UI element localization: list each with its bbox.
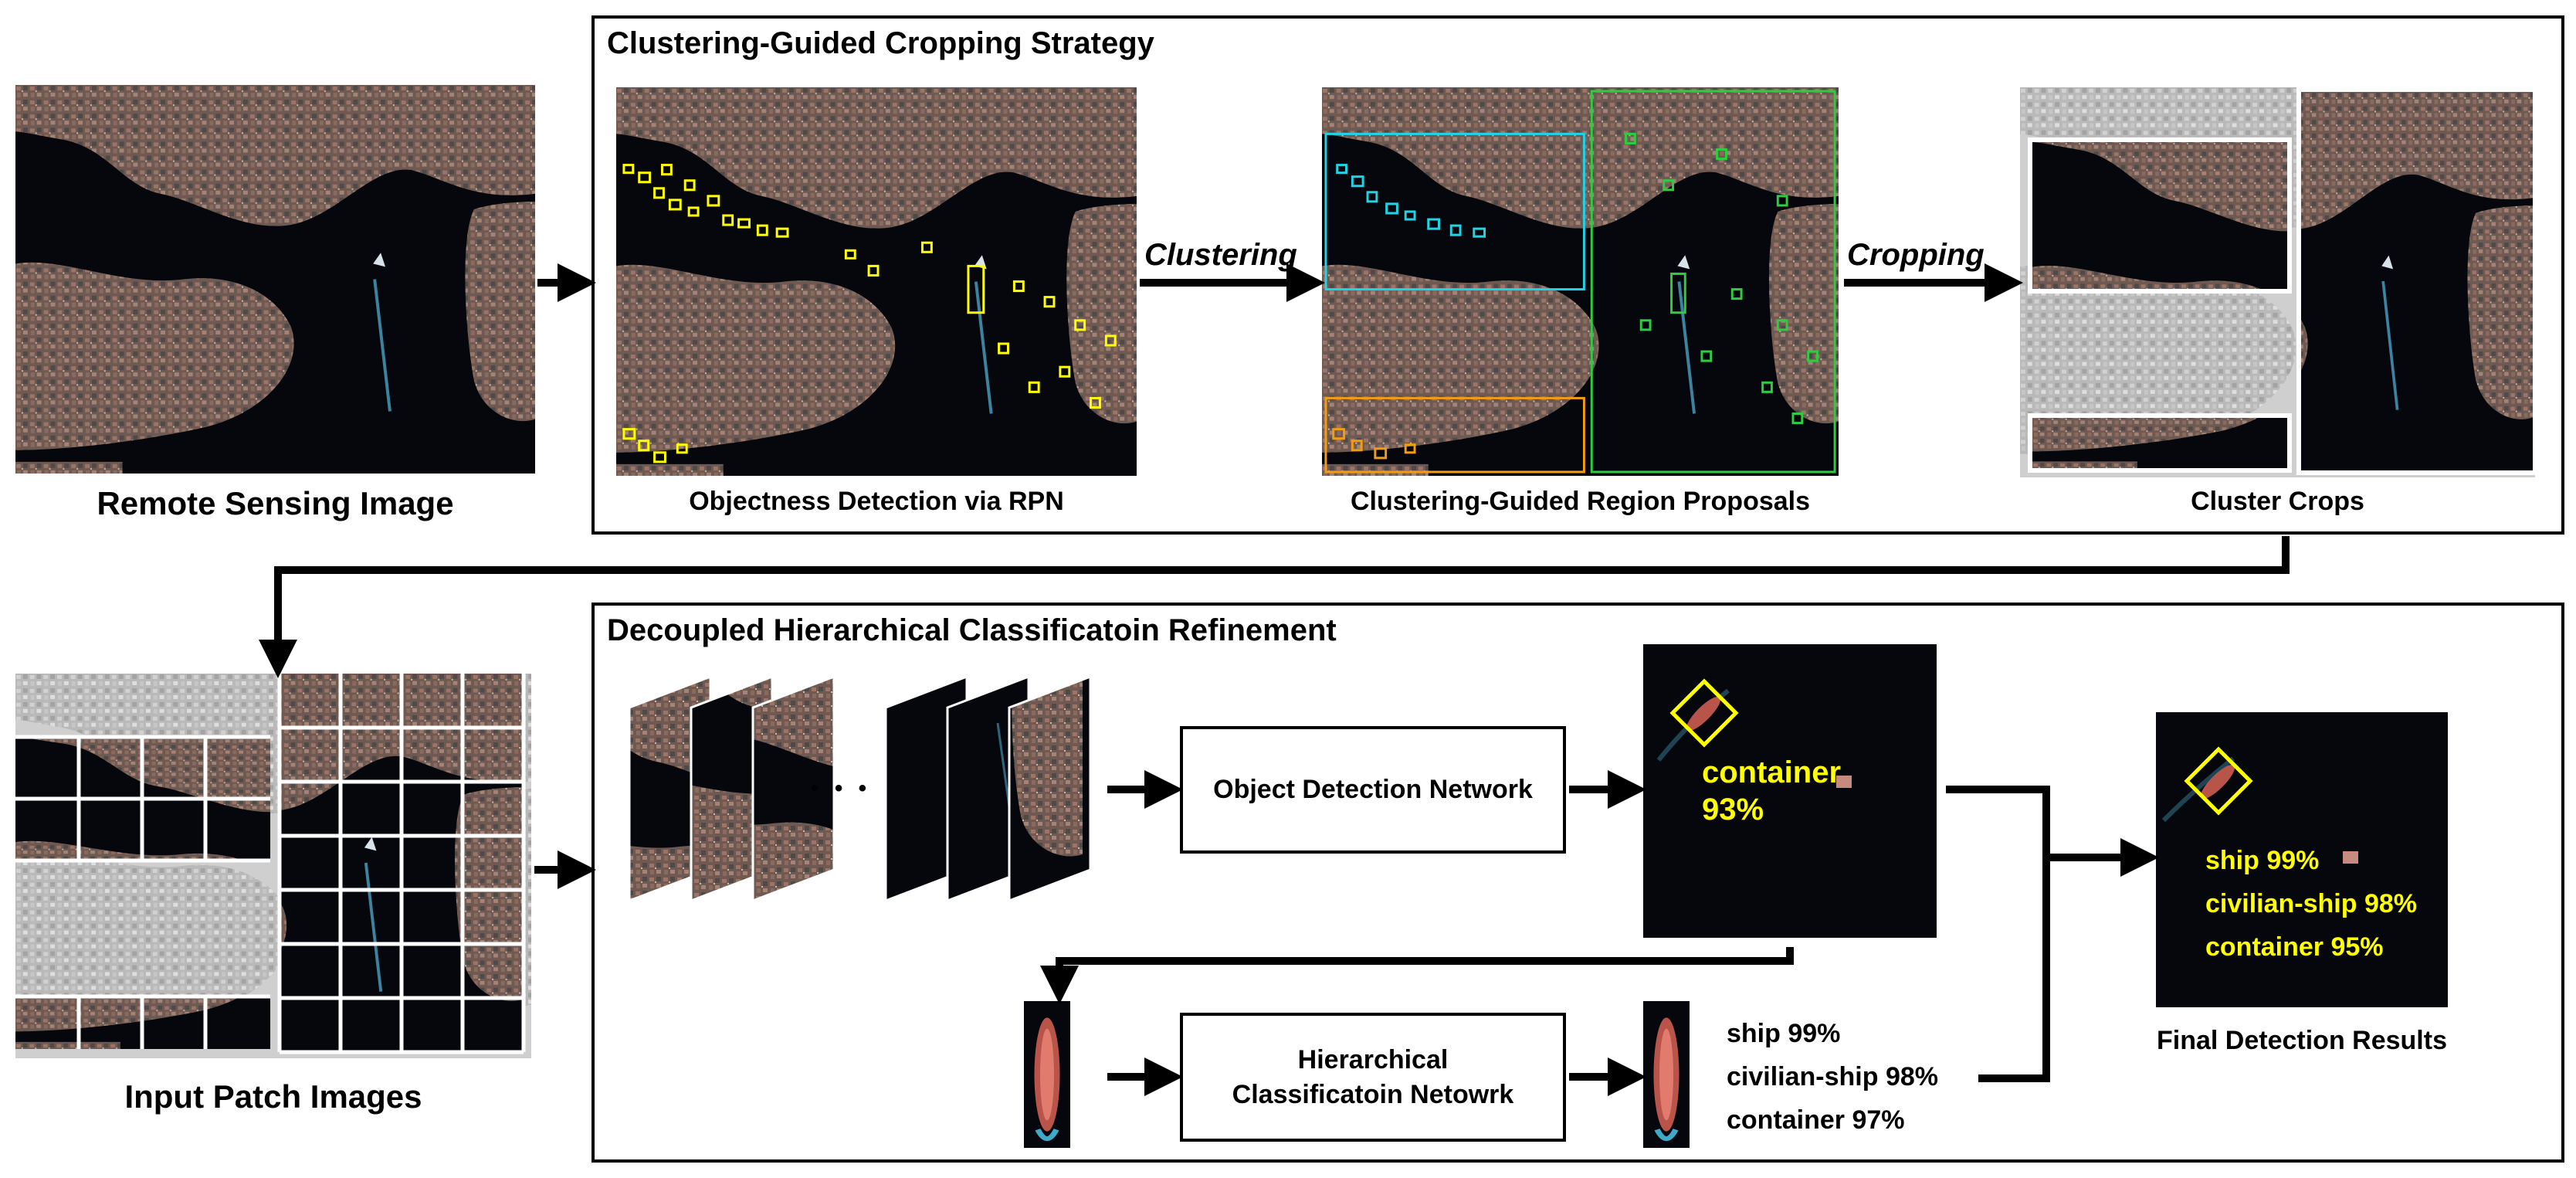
ship-crop-input [1024,1001,1070,1148]
object-detection-network: Object Detection Network [1180,726,1566,854]
classification-output-item: container 97% [1727,1105,1905,1135]
patch-stack-left [628,677,836,903]
detection-class-label: container [1702,755,1842,789]
hierarchical-classification-network: Hierarchical Classificatoin Netowrk [1180,1013,1566,1142]
cluster-crops-image [2020,87,2535,477]
bottom-section-title: Decoupled Hierarchical Classificatoin Re… [607,613,1337,647]
classifier-label-line1: Hierarchical [1297,1045,1449,1075]
final-detection-image: ship 99% civilian-ship 98% container 95% [2156,712,2448,1007]
classifier-label-line2: Classificatoin Netowrk [1232,1079,1514,1109]
detection-output-image: container 93% [1643,644,1937,938]
remote-sensing-caption: Remote Sensing Image [97,485,454,521]
cropping-label: Cropping [1847,238,1985,272]
final-detection-caption: Final Detection Results [2157,1026,2447,1055]
remote-sensing-image [15,85,535,474]
rpn-caption: Objectness Detection via RPN [689,487,1064,516]
ship-crop-output [1643,1001,1690,1148]
final-result-item: container 95% [2205,932,2384,962]
proposals-caption: Clustering-Guided Region Proposals [1350,487,1811,516]
input-patch-images [15,674,531,1058]
classification-output-item: ship 99% [1727,1019,1841,1048]
input-patch-caption: Input Patch Images [124,1078,422,1115]
patch-stack-right [884,677,1092,903]
top-section-title: Clustering-Guided Cropping Strategy [607,26,1154,60]
classification-output-list: ship 99% civilian-ship 98% container 97% [1727,1012,1938,1142]
ellipsis-dots: • • • [811,776,872,801]
detection-score-label: 93% [1702,793,1764,827]
clustering-label: Clustering [1144,238,1297,272]
final-result-item: civilian-ship 98% [2205,889,2417,918]
cluster-crops-caption: Cluster Crops [2191,487,2364,516]
rpn-detection-image [616,87,1137,476]
final-result-item: ship 99% [2205,846,2320,875]
region-proposals-image [1322,87,1839,476]
classification-output-item: civilian-ship 98% [1727,1062,1938,1091]
